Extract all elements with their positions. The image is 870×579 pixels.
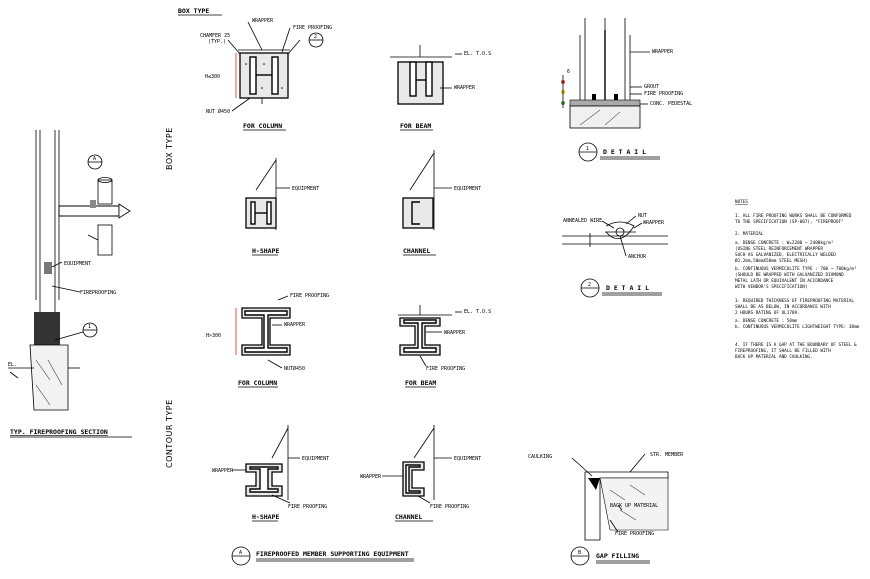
box-column-caption: FOR COLUMN	[243, 122, 282, 130]
contour-channel-equipment: EQUIPMENT	[454, 456, 481, 462]
contour-channel-caption: CHANNEL	[395, 513, 422, 521]
left-equipment-label: EQUIPMENT	[64, 261, 91, 267]
detail-2: ANCHOR ANNEALED WIRE NUT WRAPPER 2 D E T…	[562, 213, 668, 298]
note-line: 2. MATERIAL	[735, 231, 764, 237]
left-elevation-label: EL.	[8, 362, 17, 368]
notes-heading: NOTES	[735, 199, 748, 205]
box-column-height: H≤300	[205, 74, 220, 80]
box-column-nut: NUT Ø450	[206, 108, 230, 115]
box-column-chamfer: CHAMFER 25	[200, 33, 230, 39]
detail-b-title: GAP FILLING	[596, 552, 639, 560]
contour-column-caption: FOR COLUMN	[238, 379, 277, 387]
note-line: b. CONTINUOUS VERMICULITE LIGHTWEIGHT TY…	[735, 324, 860, 330]
detail-2-wrapper: WRAPPER	[643, 220, 665, 226]
note-line: a. DENSE CONCRETE : 50mm	[735, 318, 797, 324]
box-type-heading: BOX TYPE	[178, 7, 209, 15]
note-line: BACK UP MATERIAL AND CAULKING.	[735, 354, 813, 360]
note-line: 2 HOURS RATING OF UL1709.	[735, 310, 800, 316]
box-h-equipment: EQUIPMENT	[292, 186, 319, 192]
contour-h-wrapper: WRAPPER	[212, 468, 234, 474]
detail-1-mark: 6	[567, 69, 570, 75]
contour-channel-wrapper: WRAPPER	[360, 474, 382, 480]
note-line: SUCH AS GALVANIZED, ELECTRICALLY WELDED	[735, 252, 836, 258]
detail-2-bubble: 2	[588, 282, 591, 288]
detail-b-bubble: B	[578, 550, 581, 556]
detail-1: 6 WRAPPER GROUT FIRE PROOFING CONC. PEDE…	[561, 18, 692, 162]
box-channel-detail: EQUIPMENT CHANNEL	[402, 150, 481, 256]
detail-2-anchor: ANCHOR	[628, 254, 647, 260]
box-column-detail: 2 WRAPPER FIRE PROOFING CHAMFER 25 (TYP.…	[200, 18, 332, 131]
note-line: Ø1.2mm,50mmX50mm STEEL MESH)	[735, 257, 807, 264]
detail-2-annealed: ANNEALED WIRE	[563, 218, 602, 224]
section-a-title: FIREPROOFED MEMBER SUPPORTING EQUIPMENT	[256, 550, 409, 558]
contour-channel-fireproofing: FIRE PROOFING	[430, 504, 469, 510]
contour-column-detail: FIRE PROOFING WRAPPER H>300 NUTØ450 FOR …	[206, 293, 329, 388]
box-h-shape-detail: EQUIPMENT H-SHAPE	[245, 158, 319, 256]
detail-b-caulking: CAULKING	[528, 454, 552, 460]
detail-1-wrapper: WRAPPER	[652, 49, 674, 55]
note-line: (USING STEEL REINFORCEMENT WRAPPER	[735, 246, 823, 252]
box-type-side-label: BOX TYPE	[165, 127, 174, 170]
detail-1-title: D E T A I L	[603, 148, 646, 156]
notes-block: NOTES 1. ALL FIRE PROOFING WORKS SHALL B…	[735, 199, 860, 360]
contour-beam-fireproofing: FIRE PROOFING	[426, 366, 465, 372]
box-channel-equipment: EQUIPMENT	[454, 186, 481, 192]
contour-column-nut: NUTØ450	[284, 365, 305, 372]
bubble-1-label: 1	[88, 324, 91, 330]
detail-b-backup: BACK UP MATERIAL	[610, 503, 658, 509]
box-beam-el: EL. T.O.S	[464, 51, 491, 57]
contour-beam-detail: EL. T.O.S WRAPPER FIRE PROOFING FOR BEAM	[398, 305, 491, 388]
note-line: 3. REQUIRED THICKNESS OF FIREPROOFING MA…	[735, 298, 854, 304]
note-line: FIREPROOFING, IT SHALL BE FILLED WITH	[735, 348, 831, 354]
detail-1-fireproofing: FIRE PROOFING	[644, 91, 683, 97]
note-line: SHALL BE AS BELOW, IN ACCORDANCE WITH	[735, 304, 831, 310]
contour-column-fireproofing: FIRE PROOFING	[290, 293, 329, 299]
detail-1-grout: GROUT	[644, 84, 659, 90]
box-column-wrapper: WRAPPER	[252, 18, 274, 24]
contour-column-wrapper: WRAPPER	[284, 322, 306, 328]
note-line: a. DENSE CONCRETE : W=2200 ~ 2400kg/m³	[735, 240, 833, 246]
contour-type-side-label: CONTOUR TYPE	[165, 399, 174, 468]
typical-fireproofing-section: A 1 EQUIPMENT FIREPROOFING EL. TYP. FIRE…	[8, 130, 132, 438]
note-line: (SHOULD BE WRAPPED WITH GALVANIZED DIAMO…	[735, 272, 844, 278]
section-a-caption: A FIREPROOFED MEMBER SUPPORTING EQUIPMEN…	[231, 546, 414, 566]
note-line: 4. IF THERE IS A GAP AT THE BOUNDARY OF …	[735, 342, 857, 348]
note-line: TO THE SPECIFICATION (SP-007), "FIREPROO…	[735, 219, 844, 225]
box-h-caption: H-SHAPE	[252, 247, 279, 255]
detail-2-nut: NUT	[638, 213, 647, 219]
note-line: b. CONTINUOUS VERMICULITE TYPE : 700 ~ 7…	[735, 266, 857, 272]
note-line: METAL LATH OR EQUIVALENT IN ACCORDANCE	[735, 278, 834, 284]
contour-h-equipment: EQUIPMENT	[302, 456, 329, 462]
box-column-chamfer-note: (TYP.)	[208, 39, 226, 45]
left-section-title: TYP. FIREPROOFING SECTION	[10, 428, 108, 436]
contour-h-fireproofing: FIRE PROOFING	[288, 504, 327, 510]
box-beam-caption: FOR BEAM	[400, 122, 431, 130]
box-channel-caption: CHANNEL	[403, 247, 430, 255]
section-a-bubble: A	[239, 550, 242, 556]
section-bubble-1: 1	[54, 322, 98, 341]
bubble-a-label: A	[93, 156, 96, 162]
box-beam-detail: EL. T.O.S WRAPPER FOR BEAM	[390, 45, 491, 131]
detail-1-pedestal: CONC. PEDESTAL	[650, 101, 692, 107]
contour-h-caption: H-SHAPE	[252, 513, 279, 521]
note-line: 1. ALL FIRE PROOFING WORKS SHALL BE CONF…	[735, 213, 852, 219]
detail-b-gap-filling: CAULKING STR. MEMBER BACK UP MATERIAL FI…	[528, 452, 684, 566]
detail-b-member: STR. MEMBER	[650, 452, 684, 458]
box-column-fireproofing: FIRE PROOFING	[293, 25, 332, 31]
box-beam-wrapper: WRAPPER	[454, 85, 476, 91]
section-bubble-a: A	[87, 154, 103, 170]
contour-channel-detail: EQUIPMENT WRAPPER FIRE PROOFING CHANNEL	[360, 425, 481, 522]
box-column-bubble: 2	[314, 34, 317, 40]
contour-column-height: H>300	[206, 333, 221, 339]
contour-h-shape-detail: EQUIPMENT WRAPPER FIRE PROOFING H-SHAPE	[212, 425, 329, 522]
contour-beam-caption: FOR BEAM	[405, 379, 436, 387]
detail-1-bubble: 1	[586, 146, 589, 152]
contour-beam-el: EL. T.O.S	[464, 309, 491, 315]
detail-b-fireproofing: FIRE PROOFING	[615, 531, 654, 537]
detail-2-title: D E T A I L	[606, 284, 649, 292]
contour-beam-wrapper: WRAPPER	[444, 330, 466, 336]
left-fireproofing-label: FIREPROOFING	[80, 290, 116, 296]
note-line: WITH VENDOR'S SPECIFICATION)	[735, 284, 807, 290]
